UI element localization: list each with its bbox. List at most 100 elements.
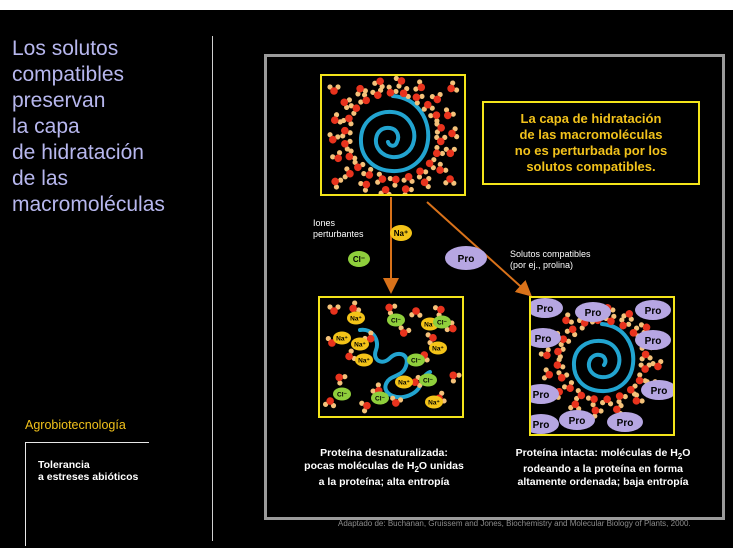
highlight-text: La capa de hidratación de las macromoléc…	[514, 111, 668, 174]
svg-text:Na⁺: Na⁺	[394, 229, 408, 238]
na-ion: Na⁺	[395, 375, 413, 389]
source-credit: Adaptado de: Buchanan, Gruissem and Jone…	[338, 519, 691, 528]
water-molecule	[327, 132, 341, 144]
water-molecule	[348, 103, 361, 116]
water-molecule	[341, 114, 354, 127]
na-ion: Na⁺	[355, 353, 373, 367]
water-molecule	[449, 371, 462, 384]
subsection-box: Tolerancia a estreses abióticos	[25, 442, 149, 546]
na-ion: Na⁺	[333, 331, 351, 345]
title-line: de hidratación	[12, 141, 144, 164]
water-molecule	[421, 100, 435, 112]
proline-molecule: Pro	[575, 302, 611, 322]
water-molecule	[556, 370, 570, 382]
svg-text:Na⁺: Na⁺	[350, 316, 362, 323]
svg-text:Cl⁻: Cl⁻	[423, 378, 434, 385]
svg-text:Cl⁻: Cl⁻	[437, 320, 448, 327]
denatured-protein-diagram: Na⁺Cl⁻Na⁺Cl⁻Na⁺Na⁺Na⁺Na⁺Cl⁻Na⁺Cl⁻Cl⁻Cl⁻N…	[322, 300, 462, 414]
water-molecule	[399, 86, 411, 100]
title-line: de las	[12, 167, 69, 190]
water-molecule	[330, 112, 343, 125]
slide-title: Los solutos compatibles preservan la cap…	[12, 36, 212, 218]
svg-text:Pro: Pro	[585, 308, 602, 319]
water-molecule	[331, 177, 344, 190]
water-molecule	[386, 84, 399, 97]
subsection-label: Tolerancia a estreses abióticos	[38, 459, 138, 483]
subsection-line: a estreses abióticos	[38, 471, 139, 483]
denatured-protein-box: Na⁺Cl⁻Na⁺Cl⁻Na⁺Na⁺Na⁺Na⁺Cl⁻Na⁺Cl⁻Cl⁻Cl⁻N…	[318, 296, 464, 418]
water-molecule	[355, 84, 368, 97]
svg-text:Na⁺: Na⁺	[424, 322, 436, 329]
cl-ion: Cl⁻	[387, 313, 405, 327]
svg-text:Pro: Pro	[533, 390, 550, 401]
svg-text:Pro: Pro	[569, 416, 586, 427]
water-molecule	[342, 166, 354, 180]
svg-text:Na⁺: Na⁺	[336, 336, 348, 343]
water-molecule	[387, 175, 400, 188]
water-molecule	[361, 166, 374, 179]
water-molecule	[448, 126, 460, 140]
title-line: preservan	[12, 89, 106, 112]
vertical-divider	[212, 36, 213, 541]
water-molecule	[573, 388, 586, 402]
highlight-box: La capa de hidratación de las macromoléc…	[482, 101, 700, 185]
native-protein-box	[320, 74, 466, 196]
caption-line: pocas moléculas de H2O unidas	[304, 460, 464, 475]
water-molecule	[412, 93, 425, 106]
proline-molecule: Pro	[559, 410, 595, 430]
water-molecule	[443, 146, 457, 158]
svg-text:Pro: Pro	[617, 418, 634, 429]
arrows-layer: Na⁺ Cl⁻ Pro	[348, 197, 532, 297]
water-molecule	[425, 157, 437, 171]
svg-text:Pro: Pro	[651, 386, 668, 397]
water-molecule	[615, 392, 628, 405]
water-molecule	[564, 325, 578, 338]
water-molecule	[434, 121, 445, 135]
water-molecule	[322, 397, 337, 409]
water-molecule	[327, 84, 341, 95]
svg-text:Cl⁻: Cl⁻	[353, 255, 365, 264]
svg-text:Pro: Pro	[537, 304, 554, 315]
water-molecule	[444, 320, 457, 333]
water-molecule	[340, 97, 352, 111]
water-molecule	[568, 400, 582, 412]
water-molecule	[378, 185, 392, 194]
figure-frame: Na⁺ Cl⁻ Pro La capa de hidratación de la…	[264, 54, 725, 520]
svg-text:Pro: Pro	[645, 336, 662, 347]
svg-text:Cl⁻: Cl⁻	[337, 392, 348, 399]
caption-line: Proteína intacta: moléculas de H2O	[515, 447, 691, 462]
proline-molecule: Pro	[641, 380, 673, 400]
caption-line: altamente ordenada; baja entropía	[517, 476, 689, 489]
cl-ion: Cl⁻	[371, 391, 389, 405]
water-molecule	[358, 92, 371, 105]
protein-strand	[358, 327, 432, 400]
protein-strand	[571, 322, 636, 394]
proline-molecule: Pro	[531, 384, 559, 404]
ion-cl-label: Cl⁻	[348, 251, 370, 267]
proline-molecule: Pro	[531, 298, 563, 318]
water-molecule	[372, 77, 385, 90]
water-molecule	[327, 304, 341, 315]
water-molecule	[632, 392, 645, 405]
water-molecule	[420, 176, 432, 190]
water-molecule	[585, 395, 598, 408]
water-molecule	[398, 325, 412, 337]
proline-molecule: Pro	[635, 330, 671, 350]
cl-ion: Cl⁻	[433, 315, 451, 329]
water-molecule	[600, 395, 614, 407]
protein-strand	[358, 94, 431, 174]
svg-text:Na⁺: Na⁺	[428, 400, 440, 407]
svg-text:Cl⁻: Cl⁻	[411, 358, 422, 365]
cl-ion: Cl⁻	[407, 353, 425, 367]
water-molecule	[538, 347, 551, 360]
water-molecule	[558, 335, 572, 348]
water-molecule	[436, 161, 449, 174]
svg-text:Pro: Pro	[535, 334, 552, 345]
arrow-to-intact	[426, 201, 532, 297]
water-molecule	[362, 330, 375, 343]
water-molecule	[401, 173, 415, 184]
water-molecule	[401, 185, 414, 194]
na-ion: Na⁺	[425, 395, 443, 409]
